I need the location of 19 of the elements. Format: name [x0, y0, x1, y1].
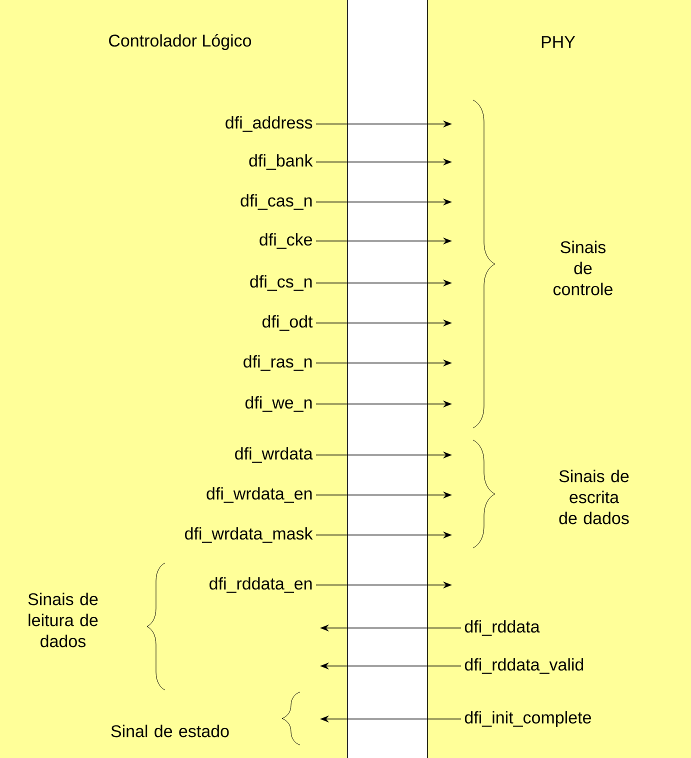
signal-name: dfi_cas_n — [240, 194, 312, 210]
signal-name: dfi_rddata_en — [210, 577, 312, 593]
signal-name: dfi_bank — [249, 154, 313, 170]
group-label: Sinais de leitura de dados — [28, 592, 98, 648]
signal-name: dfi_rddata_valid — [464, 658, 584, 674]
signal-name: dfi_wrdata_en — [206, 487, 312, 503]
group-label: Sinais de escrita de dados — [559, 470, 629, 524]
signal-name: dfi_init_complete — [464, 711, 591, 727]
signal-name: dfi_cke — [260, 233, 312, 249]
signal-name: dfi_address — [226, 116, 312, 132]
signal-name: dfi_cs_n — [250, 275, 312, 291]
group-label: Sinais de controle — [553, 240, 612, 296]
signal-name: dfi_we_n — [245, 396, 312, 412]
signal-name: dfi_wrdata_mask — [185, 527, 313, 543]
signal-name: dfi_odt — [262, 315, 313, 331]
signal-name: dfi_ras_n — [244, 355, 312, 371]
signal-name: dfi_wrdata — [235, 447, 313, 463]
signal-name: dfi_rddata — [464, 620, 540, 636]
group-label: Sinal de estado — [111, 724, 229, 738]
